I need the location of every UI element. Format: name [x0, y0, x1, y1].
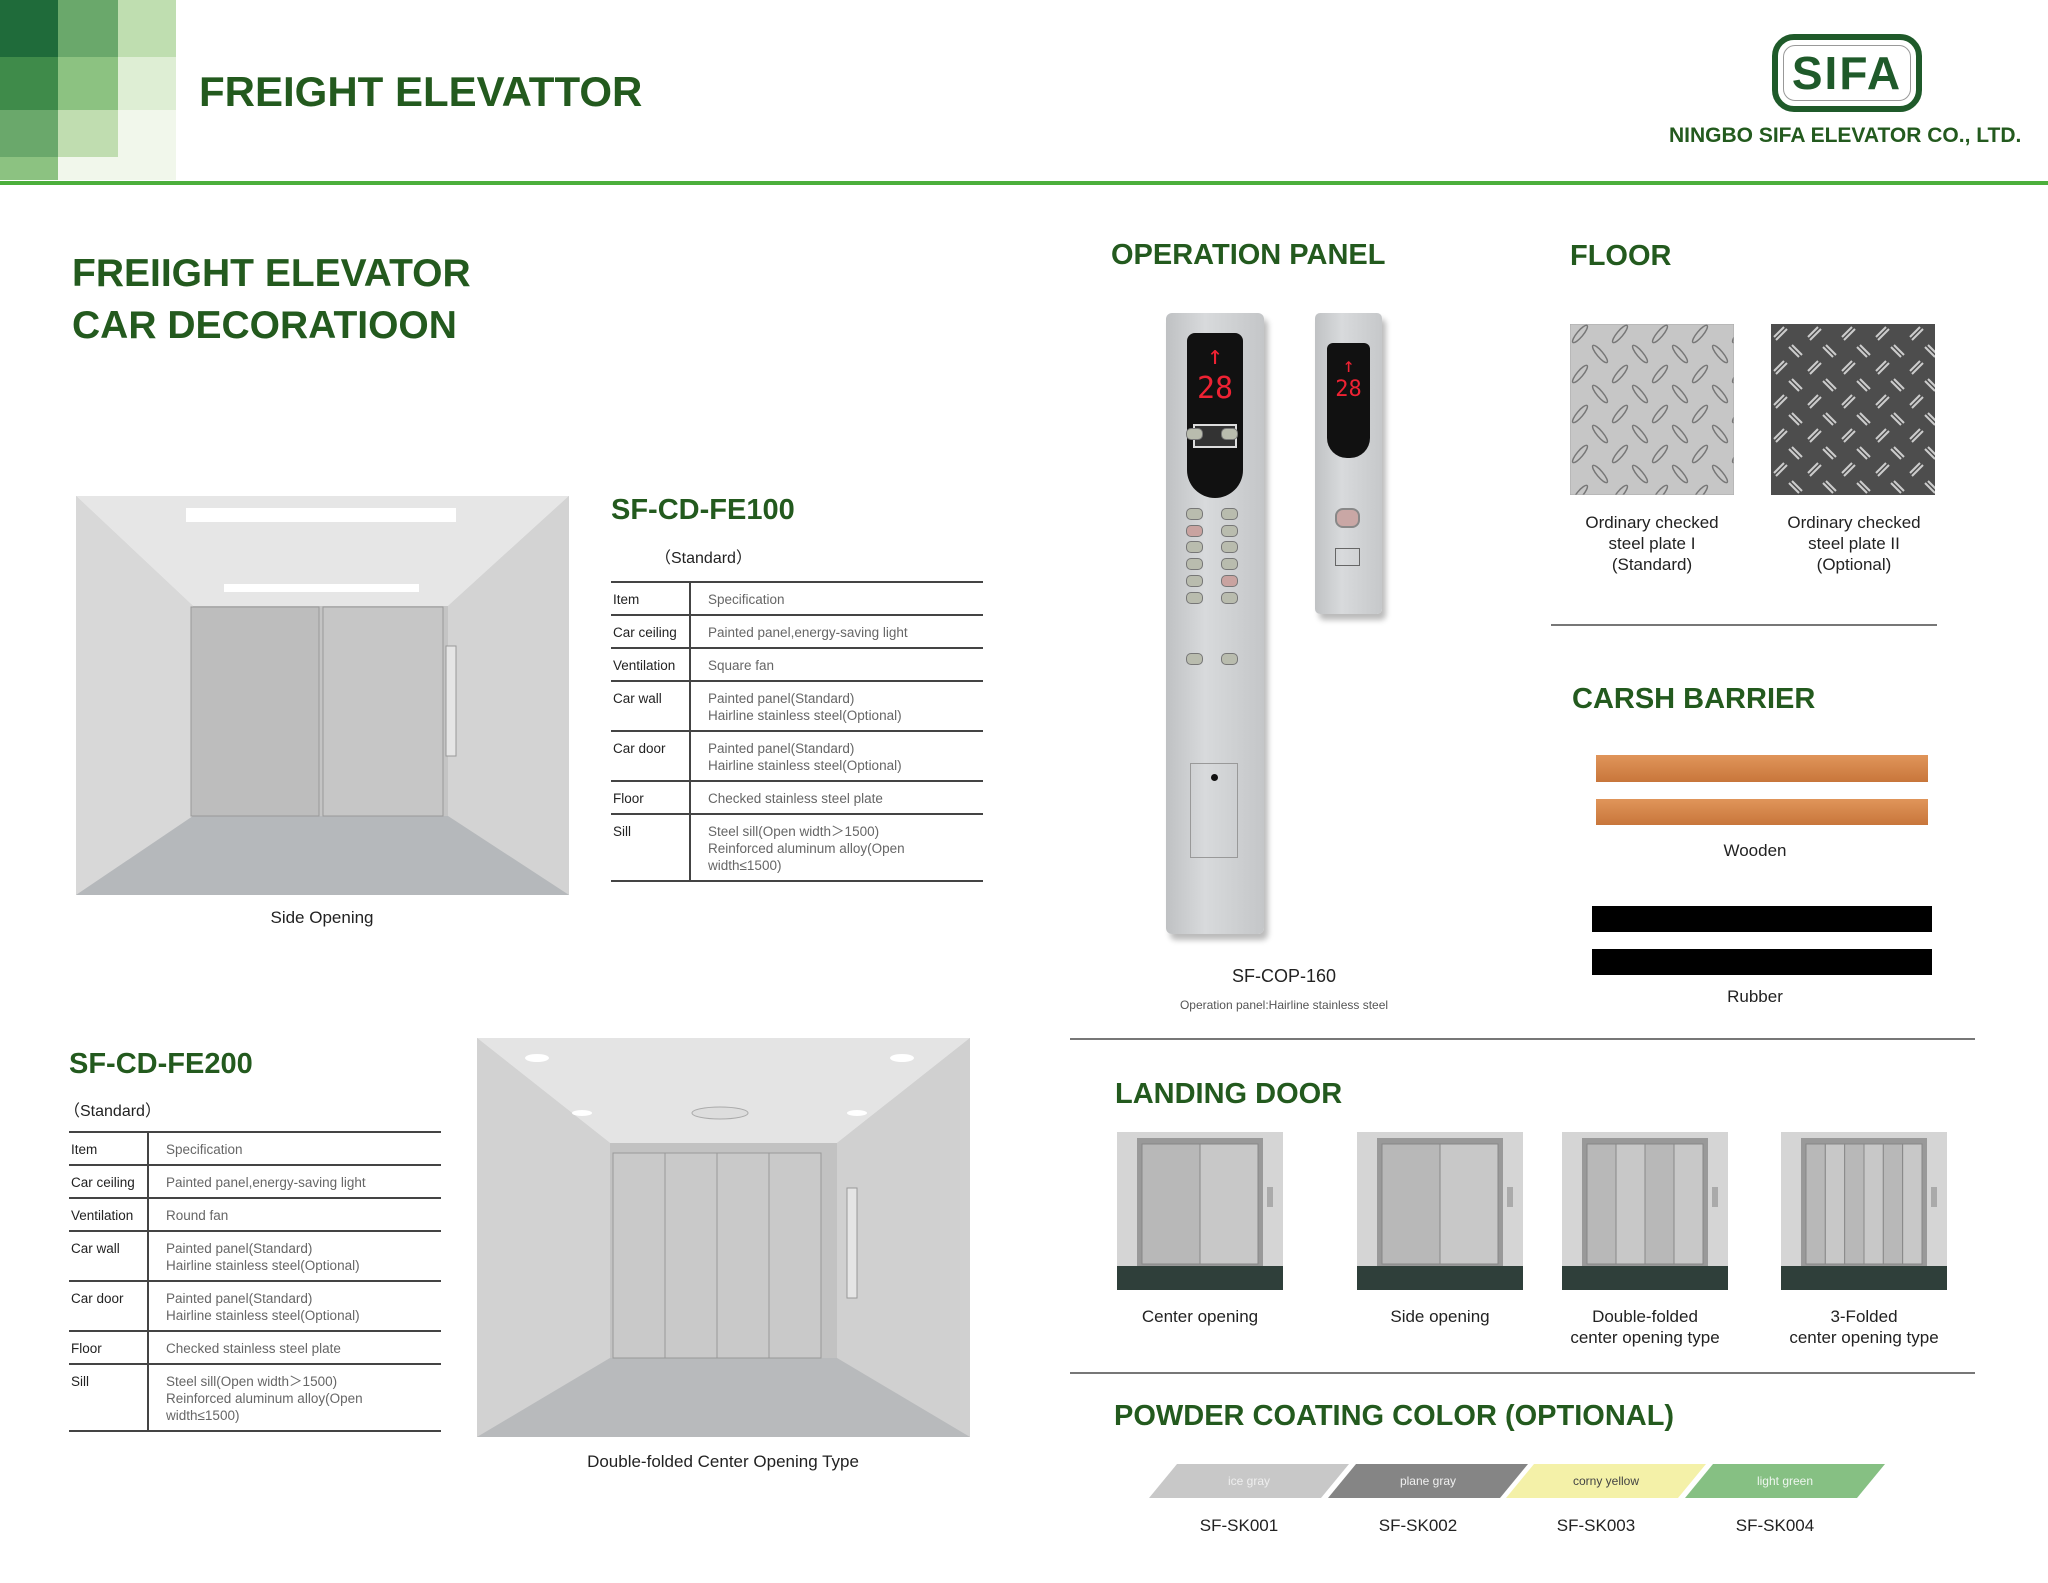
- model-subtitle: （Standard）: [655, 550, 752, 567]
- call-button: [1335, 508, 1360, 528]
- sifa-logo: SIFA: [1772, 34, 1922, 112]
- model-subtitle: （Standard）: [64, 1103, 161, 1120]
- landing-door-image: [1117, 1132, 1283, 1290]
- section-heading-landing-door: LANDING DOOR: [1115, 1078, 1343, 1110]
- floor-button: [1221, 653, 1238, 665]
- floor-plate-1: [1570, 324, 1734, 495]
- model-title: SF-CD-FE100: [611, 494, 795, 526]
- color-code: SF-SK003: [1556, 1516, 1636, 1535]
- floor-button: [1221, 575, 1238, 587]
- floor-button: [1186, 525, 1203, 537]
- divider: [1551, 624, 1937, 626]
- barrier-caption: Rubber: [1727, 987, 1783, 1006]
- model-title: SF-CD-FE200: [69, 1048, 253, 1080]
- landing-door-caption: Side opening: [1390, 1307, 1490, 1326]
- floor-button: [1221, 428, 1238, 440]
- floor-button: [1186, 592, 1203, 604]
- image-caption: Double-folded Center Opening Type: [587, 1452, 859, 1471]
- floor-display: ↑ 28: [1187, 333, 1243, 498]
- header-divider: [0, 181, 2048, 185]
- floor-button: [1221, 592, 1238, 604]
- section-heading-barrier: CARSH BARRIER: [1572, 683, 1816, 715]
- wooden-barrier: [1596, 799, 1928, 825]
- floor-caption: Ordinary checked steel plate I (Standard…: [1585, 513, 1719, 574]
- divider: [1070, 1372, 1975, 1374]
- color-code: SF-SK001: [1199, 1516, 1279, 1535]
- landing-door-caption: Center opening: [1141, 1307, 1259, 1326]
- key-switch-icon: [1335, 548, 1360, 566]
- car-operation-panel: ↑ 28: [1166, 313, 1264, 934]
- header-decoration: [0, 0, 176, 180]
- image-caption: Side Opening: [270, 908, 374, 927]
- hall-call-panel: ↑28: [1315, 313, 1382, 614]
- floor-button: [1186, 508, 1203, 520]
- floor-button: [1186, 541, 1203, 553]
- panel-description: Operation panel:Hairline stainless steel: [1179, 998, 1389, 1012]
- landing-door-image: [1781, 1132, 1947, 1290]
- floor-button: [1186, 558, 1203, 570]
- section-heading-floor: FLOOR: [1570, 240, 1672, 272]
- color-swatch: corny yellow: [1506, 1464, 1706, 1498]
- page-title: FREIGHT ELEVATTOR: [199, 68, 643, 115]
- rubber-barrier: [1592, 949, 1932, 975]
- color-code: SF-SK004: [1735, 1516, 1815, 1535]
- up-arrow-icon: ↑: [1207, 341, 1223, 371]
- car-image-double-folded: [477, 1038, 970, 1437]
- color-swatch: ice gray: [1149, 1464, 1349, 1498]
- floor-button: [1186, 575, 1203, 587]
- floor-caption: Ordinary checked steel plate II (Optiona…: [1787, 513, 1921, 574]
- landing-door-image: [1562, 1132, 1728, 1290]
- company-name: NINGBO SIFA ELEVATOR CO., LTD.: [1669, 124, 2022, 147]
- rubber-barrier: [1592, 906, 1932, 932]
- floor-button: [1221, 541, 1238, 553]
- color-swatch: light green: [1685, 1464, 1885, 1498]
- floor-button: [1221, 525, 1238, 537]
- wooden-barrier: [1596, 755, 1928, 782]
- color-swatch: plane gray: [1328, 1464, 1528, 1498]
- floor-button: [1186, 428, 1203, 440]
- divider: [1070, 1038, 1975, 1040]
- landing-door-image: [1357, 1132, 1523, 1290]
- floor-button: [1221, 508, 1238, 520]
- landing-door-caption: 3-Folded center opening type: [1789, 1307, 1939, 1347]
- barrier-caption: Wooden: [1723, 841, 1787, 860]
- landing-door-caption: Double-folded center opening type: [1570, 1307, 1720, 1347]
- floor-button: [1221, 558, 1238, 570]
- section-heading-operation-panel: OPERATION PANEL: [1111, 239, 1386, 271]
- color-code: SF-SK002: [1378, 1516, 1458, 1535]
- car-image-side-opening: [76, 496, 569, 895]
- panel-model: SF-COP-160: [1231, 966, 1337, 986]
- section-heading-powder-coating: POWDER COATING COLOR (OPTIONAL): [1114, 1400, 1675, 1432]
- floor-plate-2: [1771, 324, 1935, 495]
- floor-button: [1186, 653, 1203, 665]
